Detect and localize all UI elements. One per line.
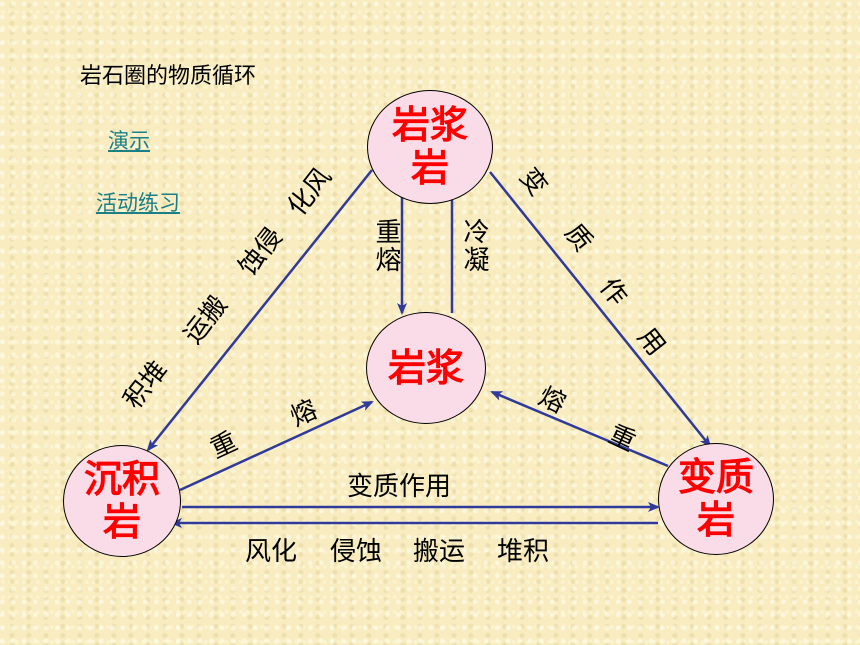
label-metamorphism-bottom: 变质作用 — [347, 472, 452, 502]
arrow-igneous-to-sedimentary — [146, 169, 373, 452]
label-remelting-center: 重熔 — [371, 218, 401, 274]
arrow-igneous-to-metamorphic — [489, 171, 712, 448]
node-magma-label: 岩浆 — [387, 345, 464, 390]
node-sedimentary-label: 沉积 岩 — [83, 457, 160, 544]
arrow-metamorphic-to-magma — [490, 390, 669, 468]
label-bottom-weathering: 风化 — [245, 537, 298, 567]
page-title: 岩石圈的物质循环 — [80, 64, 257, 89]
label-bottom-deposition: 堆积 — [497, 537, 550, 567]
node-metamorphic-label: 变质 岩 — [677, 455, 754, 542]
node-magma: 岩浆 — [366, 312, 486, 424]
label-bottom-erosion: 侵蚀 — [330, 537, 383, 567]
label-bottom-transport: 搬运 — [413, 537, 466, 567]
label-condensation: 冷凝 — [459, 218, 489, 274]
demo-link[interactable]: 演示 — [108, 129, 150, 153]
arrow-sedimentary-to-magma — [179, 400, 374, 492]
activity-link[interactable]: 活动练习 — [96, 191, 180, 215]
node-igneous-label: 岩浆 岩 — [391, 103, 468, 190]
node-sedimentary-rock: 沉积 岩 — [63, 445, 181, 557]
node-metamorphic-rock: 变质 岩 — [658, 443, 774, 555]
node-igneous-rock: 岩浆 岩 — [367, 90, 493, 204]
